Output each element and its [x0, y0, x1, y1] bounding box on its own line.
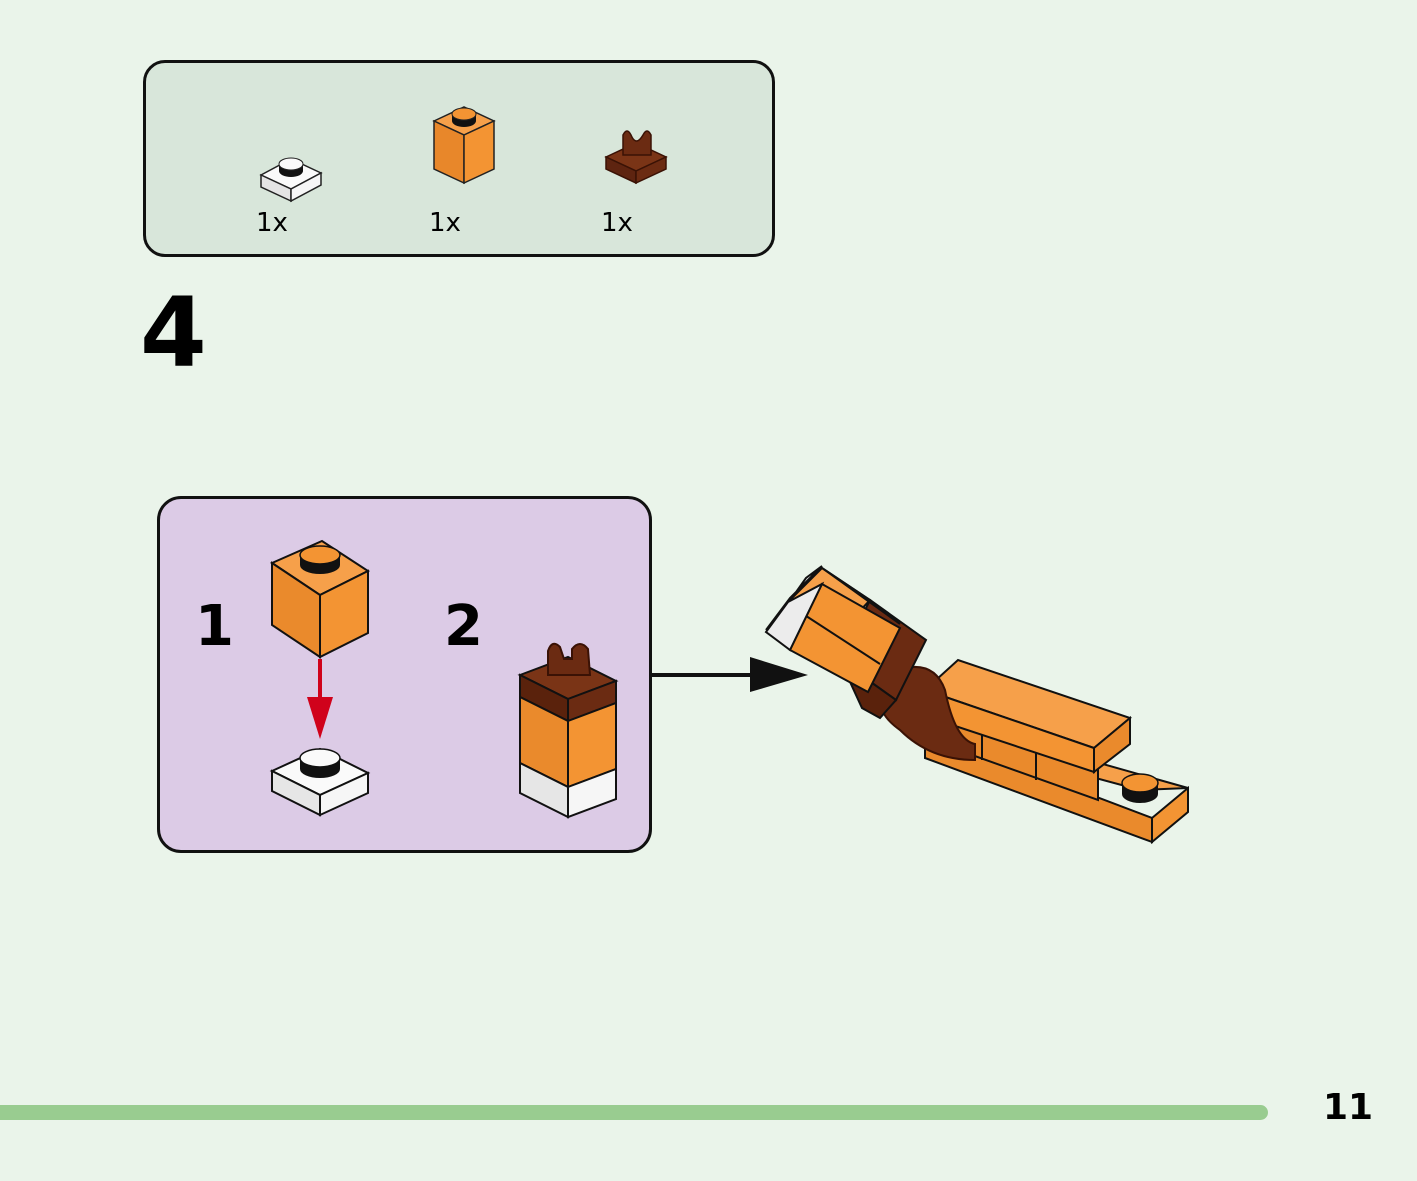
brown-clip-plate-icon [604, 130, 668, 185]
part-quantity: 1x [256, 208, 288, 238]
part-brown-clip-plate: 1x [601, 83, 691, 238]
part-quantity: 1x [601, 208, 633, 238]
footer-progress-bar [0, 1105, 1268, 1120]
step-number: 4 [140, 277, 207, 389]
right-arrow-icon [652, 657, 808, 692]
part-white-plate: 1x [256, 83, 346, 238]
substep-label: 2 [444, 594, 483, 659]
orange-brick-icon [432, 106, 496, 185]
orange-brick-illustration [269, 539, 371, 659]
stacked-assembly-illustration [517, 642, 619, 819]
substep-label: 1 [195, 594, 234, 659]
red-down-arrow-icon [307, 659, 333, 739]
subassembly-callout: 1 2 [157, 496, 652, 853]
white-plate-icon [259, 157, 323, 203]
part-orange-brick: 1x [429, 83, 519, 238]
assembled-model-illustration [764, 565, 1189, 845]
parts-list-callout: 1x 1x 1x [143, 60, 775, 257]
part-quantity: 1x [429, 208, 461, 238]
white-plate-illustration [269, 747, 371, 817]
page-number: 11 [1323, 1087, 1374, 1128]
substep-illustrations [269, 539, 619, 819]
